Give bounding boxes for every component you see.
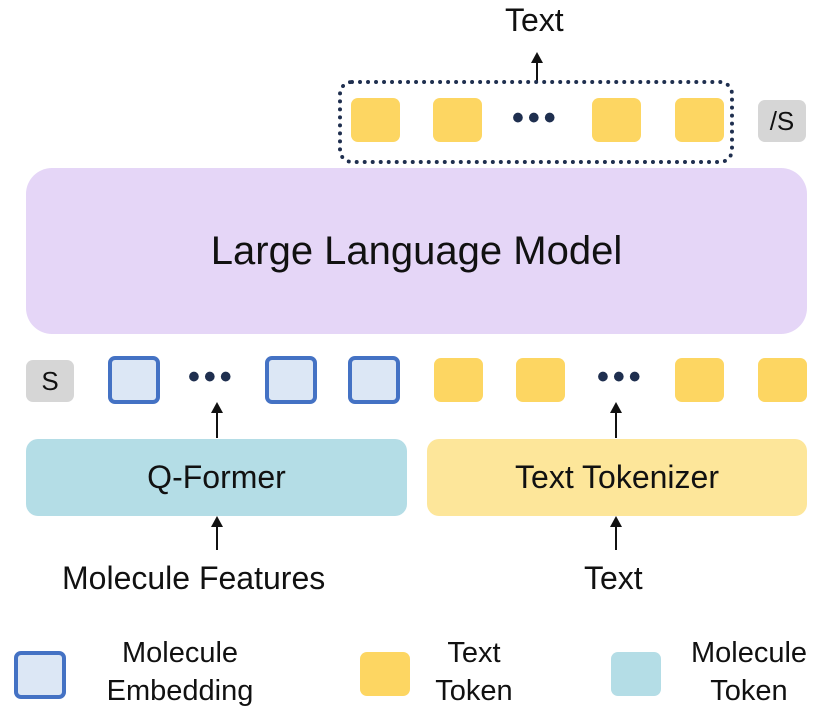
legend-molecule-embedding-line2: Embedding: [106, 675, 254, 707]
input-text-token: [758, 358, 807, 402]
legend-molecule-embedding-label: Molecule Embedding: [100, 634, 260, 710]
output-text-token: [351, 98, 400, 142]
molecule-features-arrow: [211, 516, 223, 550]
output-arrow: [531, 52, 543, 82]
output-text-token: [675, 98, 724, 142]
text-tokenizer-label: Text Tokenizer: [515, 459, 719, 495]
text-tokenizer-block: Text Tokenizer: [427, 439, 807, 516]
legend-molecule-token-line2: Token: [710, 675, 788, 707]
legend-molecule-token-label: Molecule Token: [676, 634, 822, 710]
large-language-model-block: Large Language Model: [26, 168, 807, 334]
legend-molecule-embedding-swatch: [14, 651, 66, 699]
start-tag: S: [26, 360, 74, 402]
legend-molecule-token-line1: Molecule: [690, 637, 808, 669]
end-tag: /S: [758, 100, 806, 142]
legend-text-token-label: Text Token: [420, 634, 528, 710]
output-ellipsis: •••: [512, 99, 560, 137]
q-former-label: Q-Former: [147, 459, 286, 495]
text-ellipsis: •••: [597, 358, 645, 396]
output-text-token: [433, 98, 482, 142]
molecule-features-label: Molecule Features: [62, 560, 326, 596]
legend-text-token-line1: Text: [447, 637, 501, 669]
legend-text-token-line2: Token: [435, 675, 513, 707]
text-input-arrow: [610, 516, 622, 550]
input-text-token: [516, 358, 565, 402]
input-text-token: [434, 358, 483, 402]
tokenizer-to-tokens-arrow: [610, 402, 622, 438]
input-text-token: [675, 358, 724, 402]
molecule-embedding-token: [348, 356, 400, 404]
output-token-group: [338, 80, 734, 164]
output-text-label: Text: [505, 2, 564, 38]
llm-label: Large Language Model: [210, 228, 623, 273]
text-input-label: Text: [584, 560, 643, 596]
legend-molecule-token-swatch: [611, 652, 661, 696]
legend-molecule-embedding-line1: Molecule: [121, 637, 239, 669]
molecule-ellipsis: •••: [188, 358, 236, 396]
qformer-to-tokens-arrow: [211, 402, 223, 438]
molecule-embedding-token: [108, 356, 160, 404]
legend-text-token-swatch: [360, 652, 410, 696]
output-text-token: [592, 98, 641, 142]
q-former-block: Q-Former: [26, 439, 407, 516]
molecule-embedding-token: [265, 356, 317, 404]
